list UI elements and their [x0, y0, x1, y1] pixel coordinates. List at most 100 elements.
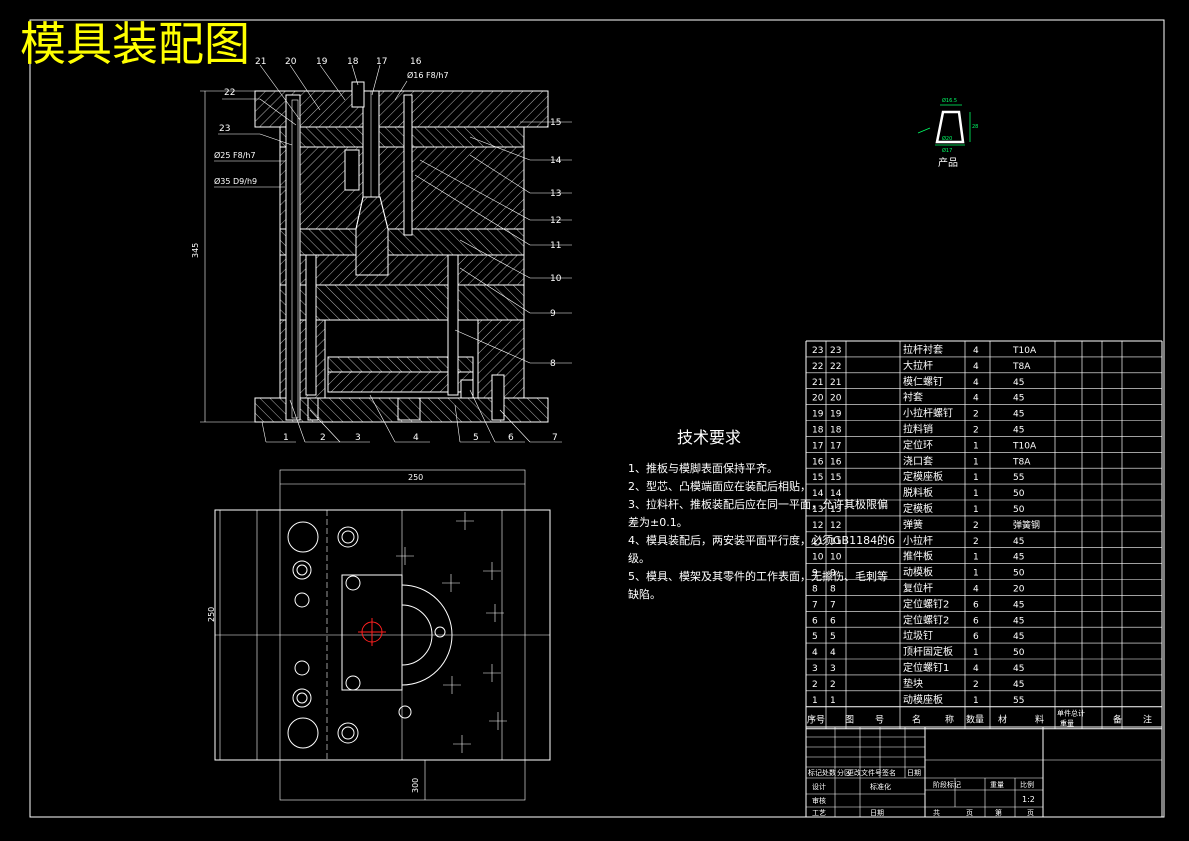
product-dim-bottom: Ø17 [942, 147, 952, 154]
tech-line-1: 1、推板与模脚表面保持平齐。 [628, 461, 778, 475]
callout-17: 17 [376, 57, 387, 67]
parts-row-qty: 1 [973, 457, 979, 467]
tech-line-7: 5、模具、模架及其零件的工作表面，无擦伤、毛刺等 [628, 569, 888, 583]
product-dim-height: 28 [972, 124, 978, 130]
tb-pages: 页 [966, 809, 973, 817]
parts-header-weight-b: 重量 [1060, 720, 1074, 728]
callouts-right: 15 14 13 12 11 10 9 8 [414, 118, 572, 369]
parts-row-drawing-no: 5 [830, 632, 836, 642]
parts-row-qty: 4 [973, 664, 979, 674]
tb-count: 处数 [822, 768, 836, 777]
fit-label-2: Ø25 F8/h7 [214, 150, 256, 160]
parts-row-material: 45 [1013, 426, 1024, 436]
tb-review: 审核 [812, 796, 826, 805]
parts-row-index: 7 [812, 600, 818, 610]
parts-row-index: 3 [812, 664, 818, 674]
tech-line-5: 4、模具装配后，两安装平面平行度，必须GB1184的6 [628, 533, 895, 547]
parts-row-name: 复位杆 [903, 582, 933, 595]
parts-row-material: 45 [1013, 600, 1024, 610]
parts-header-name-b: 称 [945, 714, 954, 726]
parts-row-index: 16 [812, 457, 824, 467]
parts-row-name: 推件板 [903, 550, 933, 563]
tb-sheet-page: 页 [1027, 809, 1034, 817]
parts-row-name: 定模板 [903, 502, 933, 515]
tb-standard: 标准化 [870, 782, 891, 791]
parts-row-index: 13 [812, 505, 823, 515]
parts-row-name: 定位环 [903, 438, 933, 451]
parts-row-name: 垫块 [903, 677, 923, 690]
parts-row-index: 19 [812, 410, 824, 420]
parts-row-qty: 1 [973, 553, 979, 563]
parts-row-drawing-no: 17 [830, 441, 841, 451]
parts-row-qty: 1 [973, 696, 979, 706]
parts-row-index: 10 [812, 553, 824, 563]
callouts-bottom: 1 2 3 4 5 6 7 [261, 389, 562, 443]
parts-row-material: T10A [1012, 441, 1037, 451]
parts-row-drawing-no: 12 [830, 521, 841, 531]
parts-row-material: T10A [1012, 346, 1037, 356]
callout-14: 14 [550, 156, 562, 166]
parts-row-drawing-no: 19 [830, 410, 842, 420]
parts-row-name: 顶杆固定板 [903, 645, 953, 658]
tb-weight: 重量 [990, 781, 1004, 789]
parts-row-drawing-no: 1 [830, 696, 836, 706]
parts-row-material: 50 [1013, 505, 1025, 515]
parts-row-name: 小拉杆螺钉 [903, 407, 953, 420]
parts-row-name: 拉杆衬套 [903, 343, 943, 356]
callout-b1: 1 [283, 433, 289, 443]
parts-row-drawing-no: 23 [830, 346, 841, 356]
parts-header-remark-b: 注 [1143, 714, 1152, 726]
parts-row-index: 5 [812, 632, 818, 642]
parts-row-material: 50 [1013, 489, 1025, 499]
parts-row-qty: 4 [973, 346, 979, 356]
parts-row-qty: 1 [973, 648, 979, 658]
parts-row-name: 定位螺钉2 [903, 613, 949, 626]
product-dim-inner: Ø20 [942, 135, 952, 142]
plan-width-dim: 250 [408, 473, 423, 482]
callout-b6: 6 [508, 433, 514, 443]
parts-row-material: 45 [1013, 378, 1024, 388]
parts-row-index: 17 [812, 441, 823, 451]
parts-row-name: 浇口套 [903, 454, 933, 467]
callout-20: 20 [285, 57, 297, 67]
parts-row-material: 45 [1013, 680, 1024, 690]
parts-row-material: 45 [1013, 410, 1024, 420]
parts-row-qty: 2 [973, 521, 979, 531]
parts-header-mat-b: 料 [1035, 714, 1044, 726]
parts-row-drawing-no: 8 [830, 585, 836, 595]
tech-heading: 技术要求 [677, 428, 741, 447]
parts-row-name: 大拉杆 [903, 359, 933, 372]
tb-date: 日期 [907, 769, 921, 777]
parts-row-index: 2 [812, 680, 818, 690]
tb-date2: 日期 [870, 809, 884, 817]
parts-row-material: 50 [1013, 569, 1025, 579]
callouts-top: 21 20 19 18 17 16 [255, 57, 422, 121]
tb-zone: 分区 [837, 768, 851, 777]
parts-row-drawing-no: 2 [830, 680, 836, 690]
parts-row-material: 45 [1013, 664, 1024, 674]
tech-line-2: 2、型芯、凸模端面应在装配后相贴， [628, 479, 811, 493]
parts-row-material: 45 [1013, 616, 1024, 626]
tb-total: 共 [933, 808, 940, 817]
parts-row-qty: 4 [973, 394, 979, 404]
tech-line-3: 3、拉料杆、推板装配后应在同一平面，允许其极限偏 [628, 497, 888, 511]
parts-row-drawing-no: 13 [830, 505, 841, 515]
parts-row-drawing-no: 9 [830, 569, 836, 579]
parts-row-qty: 4 [973, 378, 979, 388]
title-block: 标记 处数 分区 更改文件号 签名 日期 设计 标准化 阶段标记 重量 比例 1… [805, 726, 1163, 818]
parts-row-drawing-no: 16 [830, 457, 842, 467]
parts-row-name: 动模座板 [903, 693, 943, 706]
section-view: 345 Ø16 F8/h7 Ø25 F8/h7 Ø35 D9/h9 21 20 … [191, 57, 572, 443]
drawing-title: 模具装配图 [20, 17, 250, 71]
product-sketch: Ø16.5 Ø17 Ø20 28 产品 [917, 97, 978, 169]
callout-b4: 4 [413, 433, 419, 443]
parts-row-name: 脱料板 [903, 486, 933, 499]
callout-12: 12 [550, 216, 561, 226]
parts-row-index: 11 [812, 537, 823, 547]
callout-11: 11 [550, 241, 561, 251]
fit-label-3: Ø35 D9/h9 [214, 176, 257, 186]
product-label: 产品 [938, 156, 958, 169]
callout-23: 23 [219, 124, 230, 134]
callout-8: 8 [550, 359, 556, 369]
